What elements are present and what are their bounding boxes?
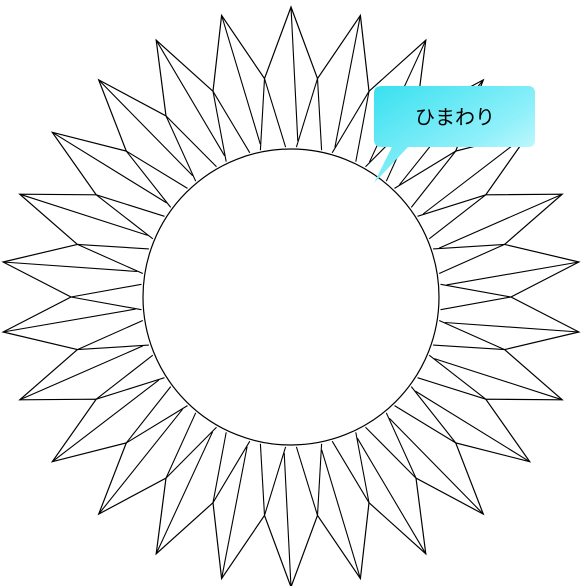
callout-label: ひまわり [415,105,495,129]
flower-center-circle [143,149,439,445]
